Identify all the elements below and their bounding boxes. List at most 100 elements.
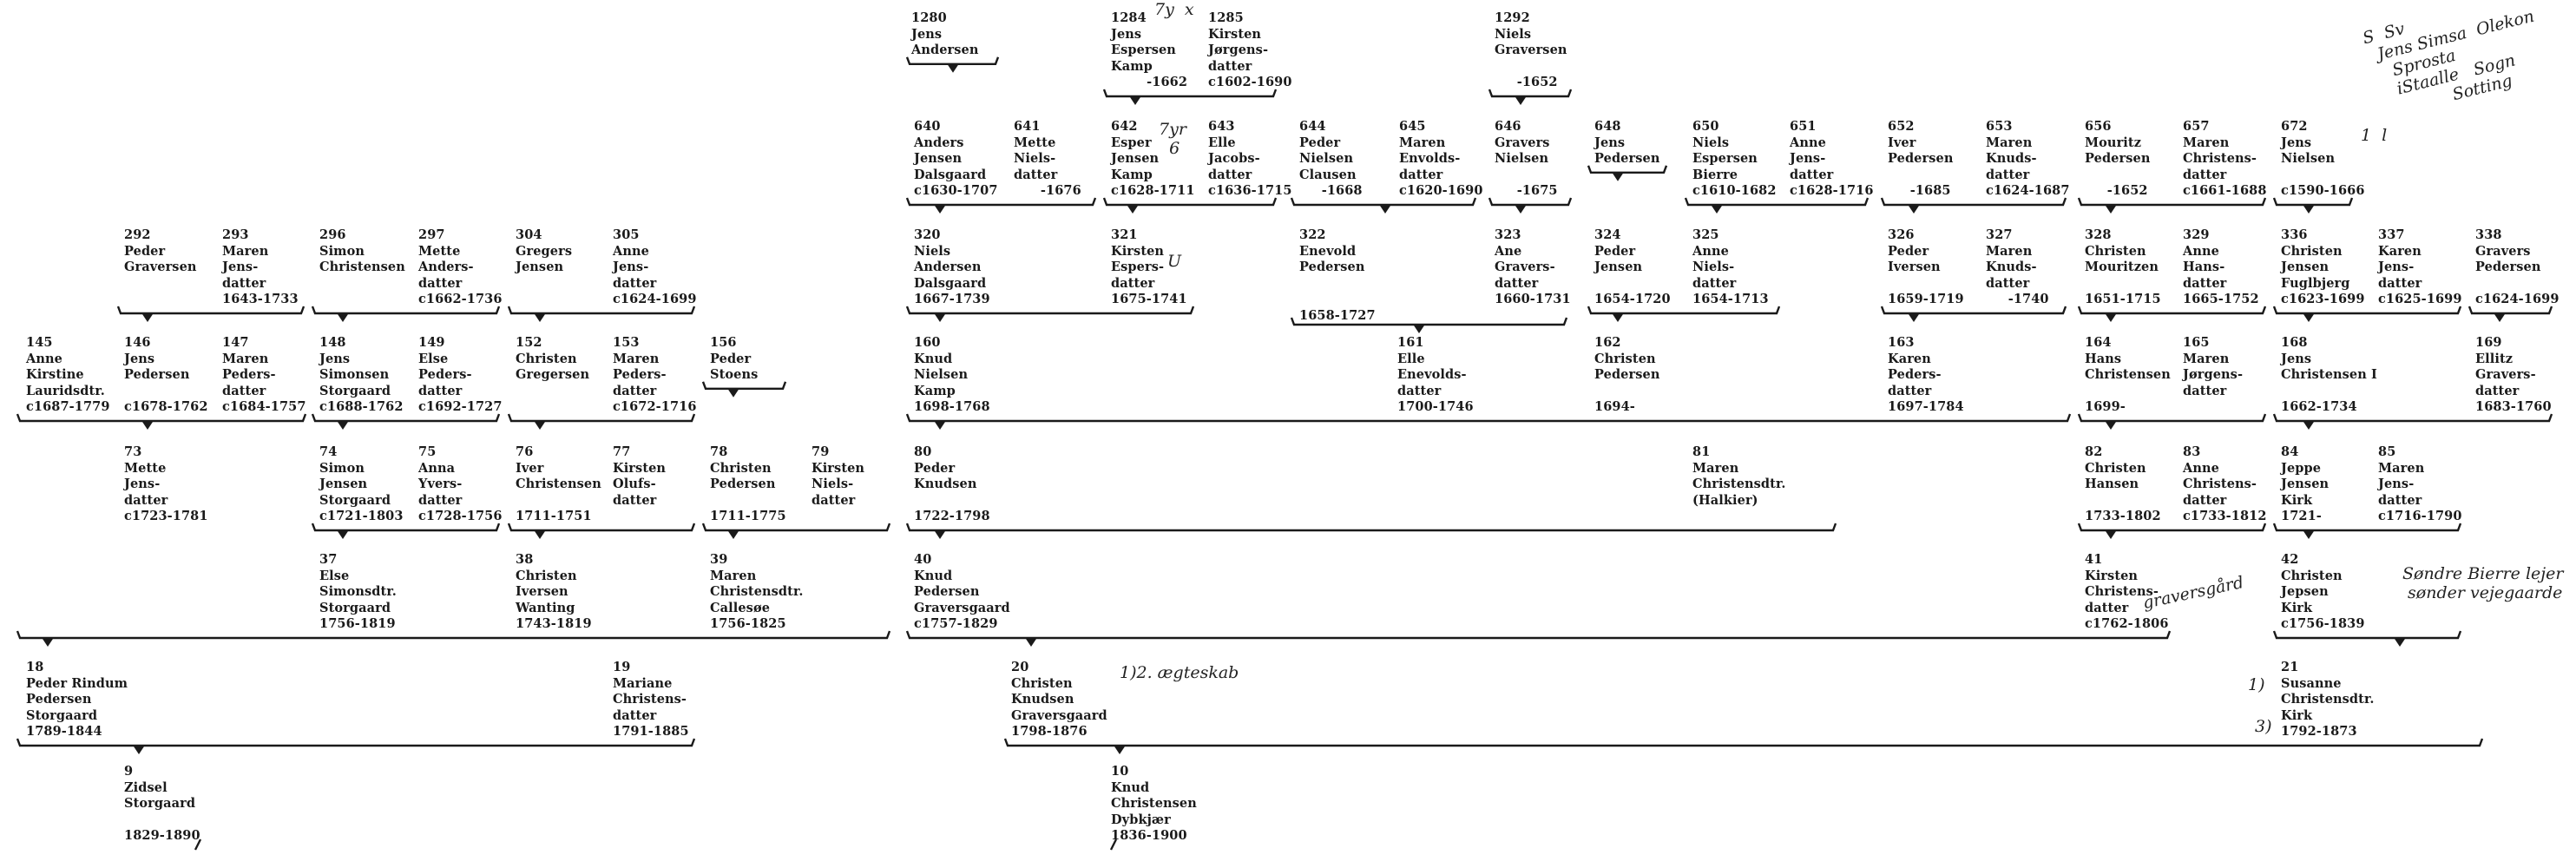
bracket-line [701,523,891,532]
person-detail: Bierre [1692,167,1738,182]
bracket-to-152 [507,306,696,322]
person-detail: Pedersen [710,477,776,492]
person-detail [2085,168,2150,184]
person-number: 19 [613,660,631,674]
person-number: 651 [1790,119,1817,134]
descent-arrow [1026,639,1036,647]
person-detail: Peder [710,351,752,366]
bracket-line [905,197,1097,207]
descent-arrow [1613,173,1623,181]
person-number: 321 [1111,227,1138,242]
person-detail: Dalsgaard [914,275,987,291]
person-detail: c1625-1699 [2378,292,2462,307]
descent-arrow [1613,314,1623,322]
person-detail: Gregers [516,243,573,259]
person-detail: 1651-1715 [2085,292,2161,307]
person-detail: Jensen [319,477,368,492]
person-detail: Anders [914,135,964,150]
descent-arrow [2106,206,2116,214]
person-number: 79 [812,444,830,459]
person-number: 329 [2183,227,2210,242]
person-detail: Nielsen [1495,151,1549,167]
person-detail: Ane [1495,243,1522,259]
descent-arrow [1712,206,1722,214]
person-detail: Espers- [1111,260,1165,275]
person-detail: Maren [1399,135,1446,150]
person-detail: Niels- [1692,260,1735,275]
person-detail: Graversen [1495,43,1567,58]
descent-arrow [2395,639,2405,647]
person-detail: datter [613,275,657,291]
person-detail: Olufs- [613,477,656,492]
bracket-to-146 [116,306,306,322]
bracket-to-18 [16,630,891,647]
bracket-line [2077,306,2267,315]
person-detail: Hansen [2085,477,2139,492]
person-number: 1284 [1111,10,1147,25]
person-number: 322 [1299,227,1326,242]
person-detail: Maren [710,568,757,583]
person-detail: datter [1208,167,1252,182]
person-number: 653 [1986,119,2013,134]
person-detail: Kirk [2281,492,2313,508]
bracket-to-148 [311,306,501,322]
person-number: 323 [1495,227,1521,242]
person-detail: Kirsten [1208,26,1262,42]
person-detail: Mette [418,243,461,259]
person-detail: c1762-1806 [2085,616,2169,632]
person-detail: c1757-1829 [914,616,998,632]
person-detail: Christen [1594,351,1656,366]
person-detail: -1652 [2085,183,2148,199]
person-detail: c1716-1790 [2378,509,2462,524]
person-detail: Christensdtr. [710,584,804,600]
person-detail: c1692-1727 [418,399,503,415]
person-detail: Mouritz [2085,135,2142,150]
person-detail: datter [418,275,463,291]
person-detail: Karen [1888,351,1931,366]
person-detail: Yvers- [418,477,463,492]
person-detail: Christensen [1111,796,1197,812]
person-number: 646 [1495,119,1521,134]
person-detail: Jens- [222,260,259,275]
person-detail: c1624-1687 [1986,183,2070,199]
person-detail: Kamp [1111,167,1153,182]
person-number: 648 [1594,119,1621,134]
person-detail: Anne [2183,460,2219,476]
person-detail: 1698-1768 [914,399,990,415]
bracket-to-82 [2077,413,2267,430]
person-detail [1888,276,1964,293]
end-tick [1109,838,1118,851]
person-detail [1594,384,1659,400]
bracket-to-324 [1587,165,1668,181]
person-detail: Peders- [418,367,472,383]
person-number: 76 [516,444,534,459]
person-number: 320 [914,227,941,242]
person-detail [2085,493,2161,510]
person-number: 21 [2281,660,2299,674]
person-detail: Jens [1111,26,1142,42]
descent-arrow [1515,97,1526,105]
person-detail: datter [418,383,463,398]
person-detail: Kirsten [613,460,667,476]
person-detail: Jensen [2281,477,2330,492]
person-detail: Anne [1692,243,1729,259]
handwritten-note-321: U [1167,252,1182,271]
person-detail: Anne [26,351,62,366]
person-number: 9 [124,764,134,779]
person-detail: datter [1888,383,1932,398]
person-detail: Anne [2183,243,2219,259]
